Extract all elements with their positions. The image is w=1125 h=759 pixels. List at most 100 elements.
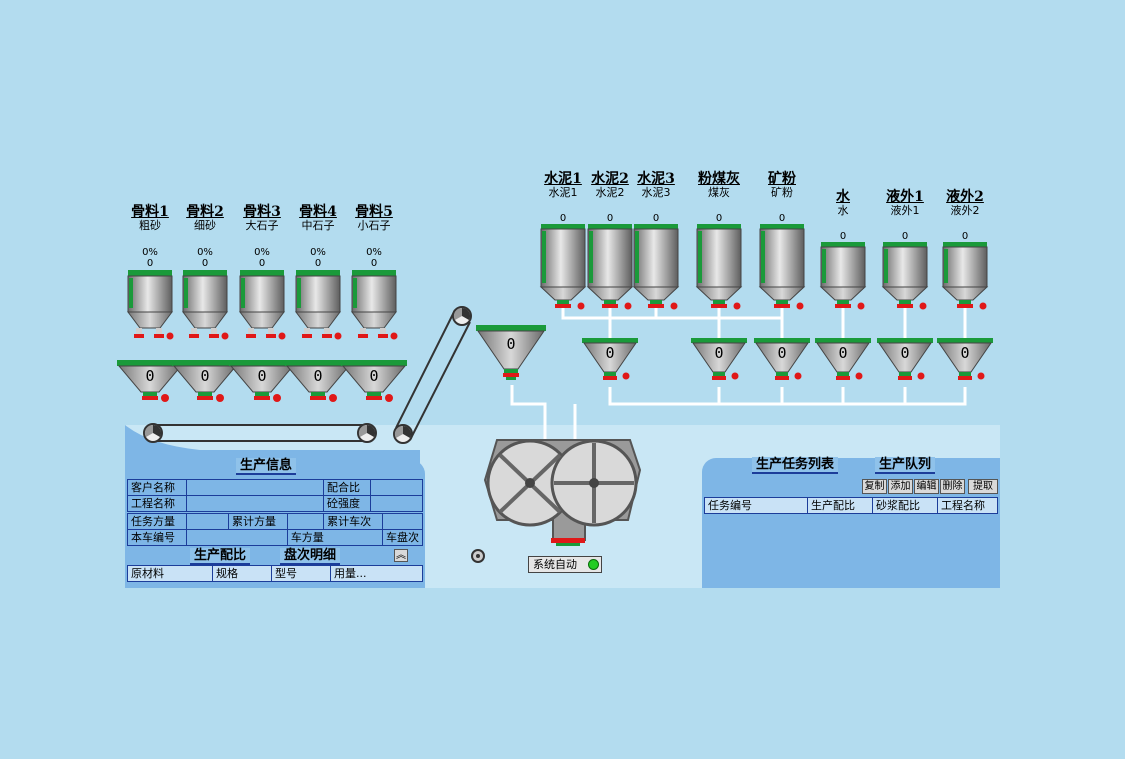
silo-value: 0 xyxy=(961,231,969,242)
silo-graphic xyxy=(881,242,929,310)
silo-material: 矿粉 xyxy=(771,186,793,199)
scale-hopper[interactable]: 0 xyxy=(582,338,638,388)
silo-title: 液外2 xyxy=(946,189,984,205)
column-header[interactable]: 用量... xyxy=(330,565,423,582)
bin-value: 0 xyxy=(314,258,322,269)
weigh-hopper xyxy=(172,360,238,402)
status-label: 系统自动 xyxy=(533,558,577,571)
tab-task-list[interactable]: 生产任务列表 xyxy=(752,457,839,474)
aggregate-wait-hopper[interactable]: 0 xyxy=(476,325,546,385)
column-header[interactable]: 任务编号 xyxy=(704,497,808,514)
pulley-icon xyxy=(143,423,163,443)
field-value[interactable] xyxy=(186,479,324,496)
bin-title: 骨料1 xyxy=(131,204,169,220)
field-value[interactable] xyxy=(382,513,423,530)
field-value[interactable] xyxy=(185,529,288,546)
bin-title: 骨料2 xyxy=(186,204,224,220)
scale-value: 0 xyxy=(900,344,910,362)
silo-title: 液外1 xyxy=(886,189,924,205)
double-chevron-up-icon[interactable]: ︽ xyxy=(394,549,408,562)
add-button[interactable]: 添加 xyxy=(888,479,913,494)
scale-hopper[interactable]: 0 xyxy=(815,338,871,388)
bin-percent: 0% xyxy=(310,247,326,258)
scale-hopper[interactable]: 0 xyxy=(937,338,993,388)
silo-material: 煤灰 xyxy=(708,186,730,199)
weigh-value: 0 xyxy=(200,367,210,385)
field-label: 车盘次 xyxy=(382,529,423,546)
silo-graphic xyxy=(586,224,634,310)
extract-button[interactable]: 提取 xyxy=(968,479,998,494)
aggregate-bin-graphic xyxy=(127,270,174,340)
bin-percent: 0% xyxy=(142,247,158,258)
field-label: 配合比 xyxy=(323,479,371,496)
motor-icon xyxy=(470,548,486,564)
field-label: 砼强度 xyxy=(323,495,371,512)
tab-production-info[interactable]: 生产信息 xyxy=(236,458,297,475)
silo-material: 水泥3 xyxy=(641,186,671,199)
field-label: 任务方量 xyxy=(127,513,187,530)
bin-percent: 0% xyxy=(366,247,382,258)
tab-batch-detail[interactable]: 盘次明细 xyxy=(280,548,341,565)
pulley-icon xyxy=(452,306,472,326)
silo-value: 0 xyxy=(652,213,660,224)
bin-value: 0 xyxy=(370,258,378,269)
field-label: 本车编号 xyxy=(127,529,187,546)
field-value[interactable] xyxy=(370,495,423,512)
scale-hopper[interactable]: 0 xyxy=(691,338,747,388)
hopper-value: 0 xyxy=(506,335,516,353)
column-header[interactable]: 生产配比 xyxy=(807,497,873,514)
column-header[interactable]: 型号 xyxy=(271,565,331,582)
bin-value: 0 xyxy=(258,258,266,269)
silo-material: 水 xyxy=(837,204,849,217)
production-info-table: 客户名称配合比 工程名称砼强度 xyxy=(127,479,423,512)
weigh-hopper xyxy=(285,360,351,402)
silo-graphic xyxy=(758,224,806,310)
field-value[interactable] xyxy=(286,513,325,530)
bin-material: 中石子 xyxy=(301,219,335,232)
production-info-table-2: 任务方量累计方量累计车次 本车编号车方量车盘次 xyxy=(127,513,423,546)
edit-button[interactable]: 编辑 xyxy=(914,479,939,494)
silo-graphic xyxy=(819,242,867,310)
field-value[interactable] xyxy=(185,513,230,530)
bin-title: 骨料5 xyxy=(355,204,393,220)
system-auto-status[interactable]: 系统自动 xyxy=(528,556,602,573)
weigh-value: 0 xyxy=(369,367,379,385)
tab-production-ratio[interactable]: 生产配比 xyxy=(190,548,251,565)
column-header[interactable]: 原材料 xyxy=(127,565,213,582)
column-header[interactable]: 工程名称 xyxy=(937,497,998,514)
delete-button[interactable]: 删除 xyxy=(940,479,965,494)
bin-title: 骨料4 xyxy=(299,204,337,220)
weigh-value: 0 xyxy=(145,367,155,385)
silo-material: 水泥1 xyxy=(548,186,578,199)
scale-hopper[interactable]: 0 xyxy=(877,338,933,388)
status-light-icon xyxy=(588,559,599,570)
bin-material: 粗砂 xyxy=(139,219,161,232)
silo-title: 水泥2 xyxy=(591,171,629,187)
copy-button[interactable]: 复制 xyxy=(862,479,887,494)
field-label: 工程名称 xyxy=(127,495,187,512)
scale-hopper[interactable]: 0 xyxy=(754,338,810,388)
column-header[interactable]: 规格 xyxy=(212,565,272,582)
pulley-icon xyxy=(357,423,377,443)
scale-value: 0 xyxy=(605,344,615,362)
column-header[interactable]: 砂浆配比 xyxy=(872,497,938,514)
bin-percent: 0% xyxy=(254,247,270,258)
silo-title: 水 xyxy=(836,189,850,205)
field-label: 累计车次 xyxy=(323,513,383,530)
field-value[interactable] xyxy=(186,495,324,512)
field-value[interactable] xyxy=(370,479,423,496)
tab-production-queue[interactable]: 生产队列 xyxy=(875,457,936,474)
